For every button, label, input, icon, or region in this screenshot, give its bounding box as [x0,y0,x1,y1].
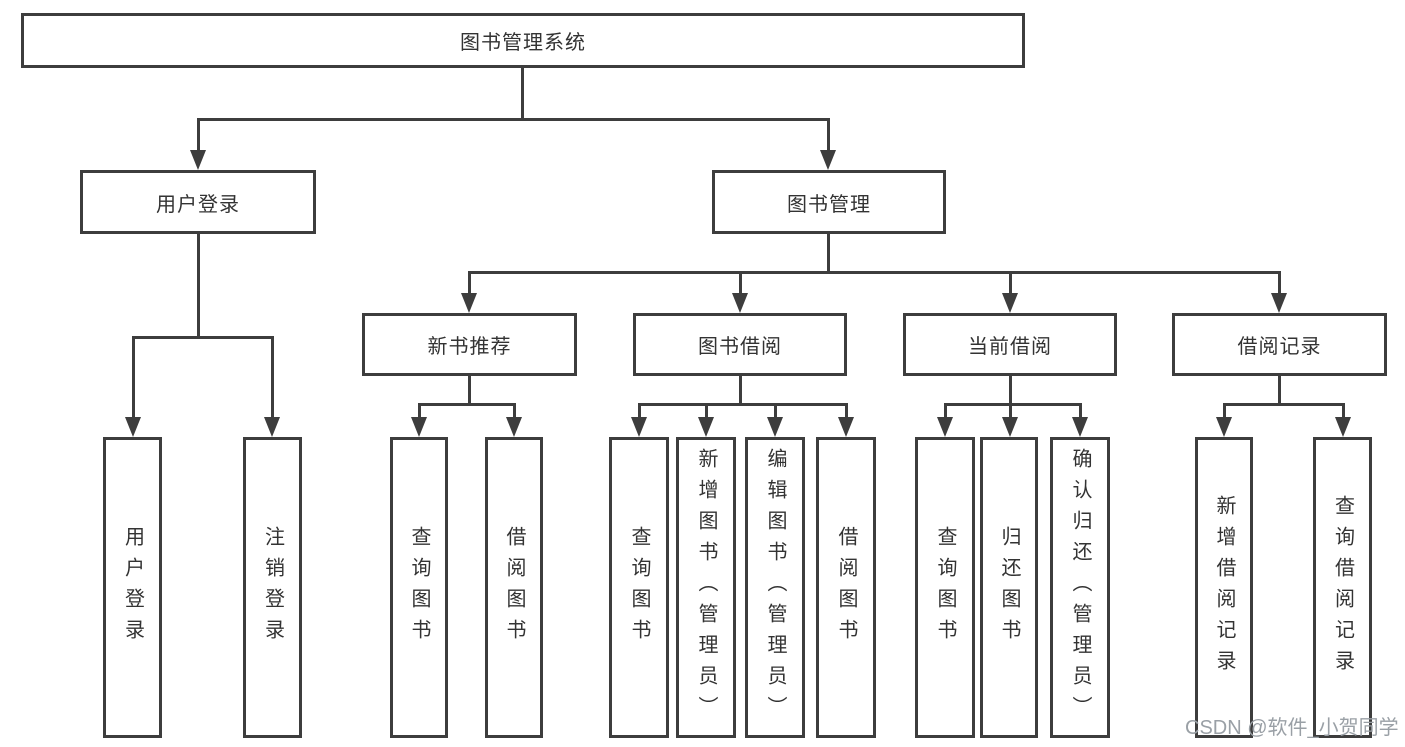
node-current-borrow-label: 当前借阅 [968,336,1052,358]
leaf-current-confirm-return-admin-label: 确认归还（管理员） [1069,448,1091,727]
connector-hline [638,403,847,406]
connector-vline [520,68,524,120]
arrow-down-head [631,417,647,437]
arrow-down-head [1002,417,1018,437]
connector-arrow-shaft [1277,271,1281,297]
connector-vline [826,234,830,273]
leaf-user-login: 用户登录 [103,437,162,738]
connector-arrow-shaft [417,403,421,421]
leaf-newbook-query-books: 查询图书 [390,437,448,738]
arrow-down-head [264,417,280,437]
connector-arrow-shaft [844,403,848,421]
leaf-logout: 注销登录 [243,437,302,738]
connector-arrow-shaft [773,403,777,421]
connector-arrow-shaft [467,271,471,297]
leaf-newbook-borrow-books: 借阅图书 [485,437,543,738]
arrow-down-head [1216,417,1232,437]
leaf-current-query-books: 查询图书 [915,437,975,738]
connector-arrow-shaft [738,271,742,297]
arrow-down-head [190,150,206,170]
connector-arrow-shaft [826,118,830,154]
node-book-borrow: 图书借阅 [633,313,847,376]
connector-arrow-shaft [512,403,516,421]
node-current-borrow: 当前借阅 [903,313,1117,376]
connector-hline [197,118,830,121]
leaf-records-add-record-label: 新增借阅记录 [1213,494,1235,681]
node-borrow-records-label: 借阅记录 [1237,336,1322,358]
connector-vline [467,376,471,406]
connector-arrow-shaft [637,403,641,421]
arrow-down-head [1271,293,1287,313]
arrow-down-head [125,417,141,437]
connector-arrow-shaft [1008,271,1012,297]
node-book-management-label: 图书管理 [787,193,871,216]
connector-arrow-shaft [131,336,135,421]
arrow-down-head [767,417,783,437]
connector-hline [944,403,1081,406]
leaf-user-login-label: 用户登录 [121,525,144,650]
leaf-current-return-books-label: 归还图书 [998,525,1020,650]
connector-arrow-shaft [1341,403,1345,421]
arrow-down-head [820,150,836,170]
leaf-newbook-query-books-label: 查询图书 [408,525,430,650]
leaf-newbook-borrow-books-label: 借阅图书 [503,525,525,650]
arrow-down-head [461,293,477,313]
connector-arrow-shaft [196,118,200,154]
leaf-current-query-books-label: 查询图书 [934,525,956,650]
leaf-borrow-borrow-books-label: 借阅图书 [835,525,857,650]
connector-vline [1277,376,1281,406]
connector-arrow-shaft [1078,403,1082,421]
leaf-records-query-record: 查询借阅记录 [1313,437,1372,738]
arrow-down-head [732,293,748,313]
leaf-borrow-borrow-books: 借阅图书 [816,437,876,738]
arrow-down-head [937,417,953,437]
leaf-current-confirm-return-admin: 确认归还（管理员） [1050,437,1110,738]
arrow-down-head [1335,417,1351,437]
leaf-current-return-books: 归还图书 [980,437,1038,738]
leaf-borrow-edit-books-admin-label: 编辑图书（管理员） [764,448,786,727]
leaf-records-add-record: 新增借阅记录 [1195,437,1253,738]
watermark: CSDN @软件_小贺同学 [1185,717,1399,739]
node-new-book-recommend-label: 新书推荐 [427,336,512,358]
connector-hline [418,403,515,406]
connector-arrow-shaft [270,336,274,421]
arrow-down-head [838,417,854,437]
arrow-down-head [698,417,714,437]
arrow-down-head [506,417,522,437]
connector-vline [196,233,200,339]
arrow-down-head [1002,293,1018,313]
leaf-borrow-query-books: 查询图书 [609,437,669,738]
leaf-borrow-add-books-admin: 新增图书（管理员） [676,437,736,738]
connector-arrow-shaft [943,403,947,421]
connector-hline [132,336,274,339]
connector-arrow-shaft [704,403,708,421]
leaf-borrow-add-books-admin-label: 新增图书（管理员） [695,448,717,727]
node-book-management: 图书管理 [712,170,946,234]
arrow-down-head [1072,417,1088,437]
leaf-logout-label: 注销登录 [261,525,284,650]
leaf-borrow-query-books-label: 查询图书 [628,525,650,650]
connector-vline [738,376,742,406]
leaf-records-query-record-label: 查询借阅记录 [1331,494,1354,681]
connector-arrow-shaft [1008,403,1012,421]
arrow-down-head [411,417,427,437]
connector-hline [1224,403,1344,406]
leaf-borrow-edit-books-admin: 编辑图书（管理员） [745,437,805,738]
node-root: 图书管理系统 [21,13,1025,68]
connector-arrow-shaft [1222,403,1226,421]
connector-hline [469,271,1281,274]
node-borrow-records: 借阅记录 [1172,313,1387,376]
node-book-borrow-label: 图书借阅 [698,336,782,358]
node-root-label: 图书管理系统 [460,32,586,54]
node-user-login: 用户登录 [80,170,316,234]
node-new-book-recommend: 新书推荐 [362,313,577,376]
connector-vline [1008,376,1012,406]
node-user-login-label: 用户登录 [156,193,240,216]
